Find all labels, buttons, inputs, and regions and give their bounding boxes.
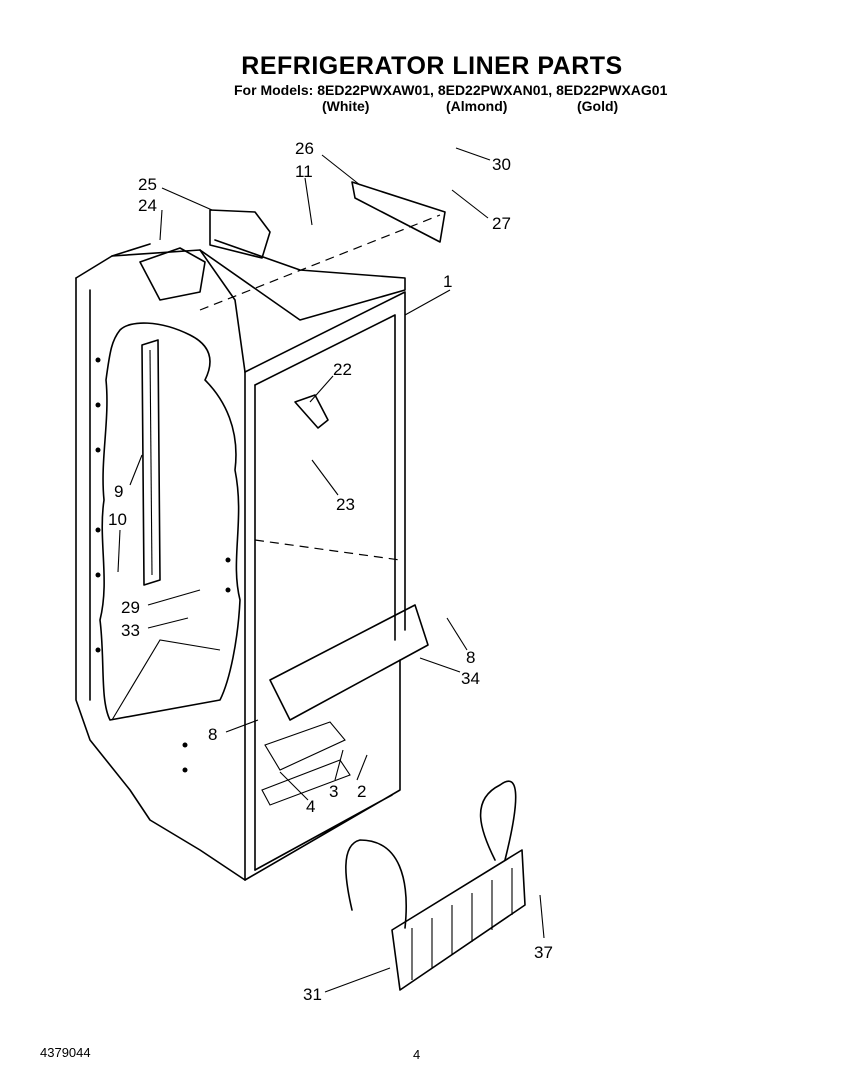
liner-body [75, 214, 441, 881]
callout-34: 34 [461, 669, 480, 688]
callout-37: 37 [534, 943, 553, 962]
callout-8-left: 8 [208, 725, 217, 744]
callout-27: 27 [492, 214, 511, 233]
callout-31: 31 [303, 985, 322, 1004]
callout-23: 23 [336, 495, 355, 514]
callout-3: 3 [329, 782, 338, 801]
callout-30: 30 [492, 155, 511, 174]
heater-part [345, 780, 526, 991]
housing-part [209, 209, 271, 259]
callout-25: 25 [138, 175, 157, 194]
callout-10: 10 [108, 510, 127, 529]
callout-9: 9 [114, 482, 123, 501]
finish-almond: (Almond) [446, 98, 508, 114]
top-strip-part [351, 181, 446, 243]
bracket-part [294, 394, 329, 429]
model-numbers: For Models: 8ED22PWXAW01, 8ED22PWXAN01, … [234, 82, 668, 98]
control-module-part [139, 247, 206, 301]
finish-gold: (Gold) [577, 98, 619, 114]
callout-26: 26 [295, 139, 314, 158]
callout-1: 1 [443, 272, 452, 291]
callout-11: 11 [295, 162, 313, 181]
page-title: REFRIGERATOR LINER PARTS [241, 52, 623, 80]
callout-2: 2 [357, 782, 366, 801]
shelf-rail-part [141, 339, 161, 586]
callout-4: 4 [306, 797, 315, 816]
callout-33: 33 [121, 621, 140, 640]
callout-8-right: 8 [466, 648, 475, 667]
callout-29: 29 [121, 598, 140, 617]
leader-lines [117, 147, 545, 993]
document-number: 4379044 [40, 1045, 91, 1060]
callout-22: 22 [333, 360, 352, 379]
page-number: 4 [413, 1047, 421, 1062]
callout-24: 24 [138, 196, 157, 215]
finish-white: (White) [322, 98, 370, 114]
cover-part [269, 604, 429, 721]
